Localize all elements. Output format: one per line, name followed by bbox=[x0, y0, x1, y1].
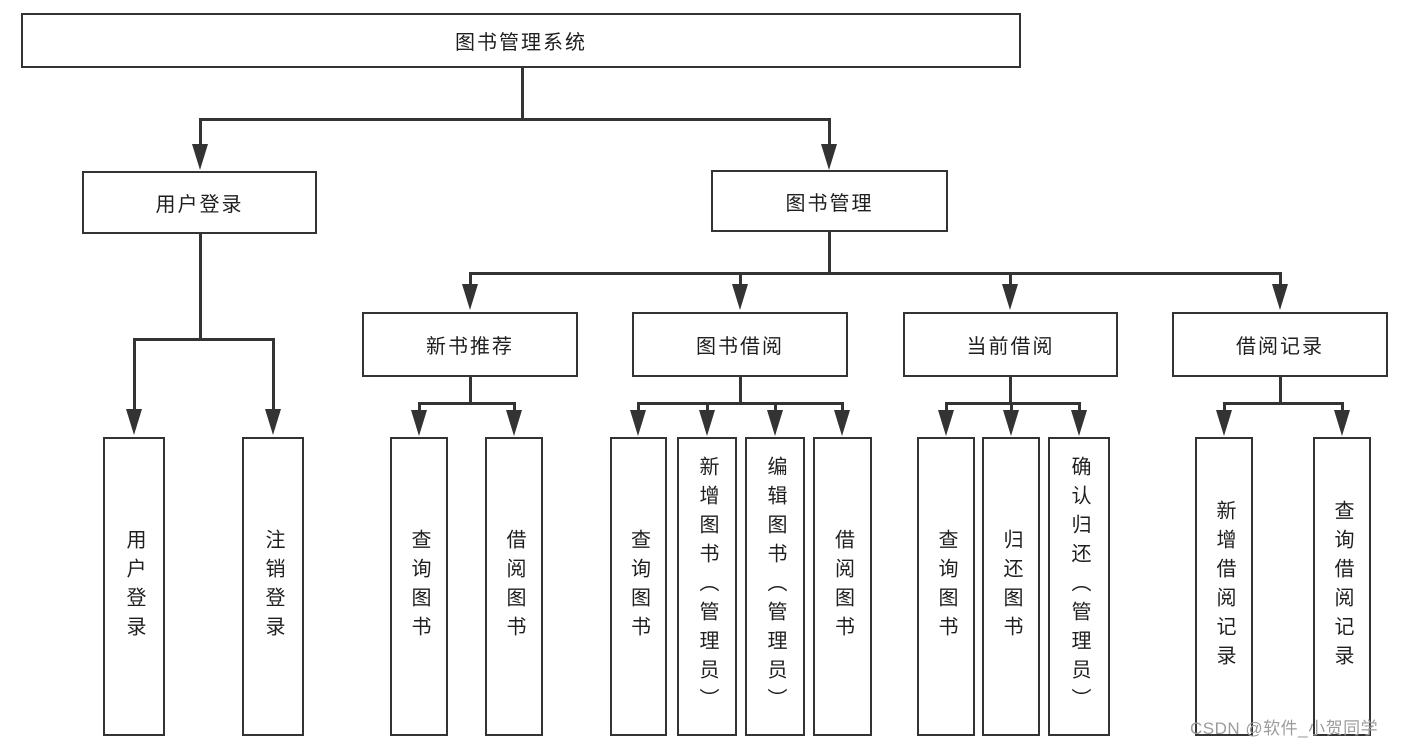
leaf-return-books: 归还图书 bbox=[982, 437, 1040, 736]
arrow-down-icon bbox=[732, 284, 748, 310]
leaf-add-book-admin-label: 新增图书（管理员） bbox=[696, 456, 718, 717]
arrow-down-icon bbox=[1272, 284, 1288, 310]
arrow-down-icon bbox=[1002, 284, 1018, 310]
connector-line bbox=[828, 232, 831, 274]
leaf-edit-book-admin: 编辑图书（管理员） bbox=[745, 437, 805, 736]
leaf-borrow-books-recommend: 借阅图书 bbox=[485, 437, 543, 736]
connector-line bbox=[1279, 377, 1282, 404]
node-user-login-label: 用户登录 bbox=[155, 194, 244, 216]
leaf-add-borrow-record: 新增借阅记录 bbox=[1195, 437, 1253, 736]
connector-line bbox=[469, 377, 472, 404]
leaf-query-borrow-record: 查询借阅记录 bbox=[1313, 437, 1371, 736]
connector-line bbox=[1078, 402, 1081, 414]
connector-line bbox=[1223, 402, 1226, 414]
leaf-return-books-label: 归还图书 bbox=[1000, 528, 1022, 645]
node-new-book-recommend: 新书推荐 bbox=[362, 312, 578, 377]
arrow-down-icon bbox=[834, 410, 850, 436]
connector-line bbox=[1010, 402, 1013, 414]
leaf-add-book-admin: 新增图书（管理员） bbox=[677, 437, 737, 736]
connector-line bbox=[774, 402, 777, 414]
connector-line bbox=[638, 402, 843, 405]
connector-line bbox=[945, 402, 1080, 405]
arrow-down-icon bbox=[1003, 410, 1019, 436]
node-current-borrowing: 当前借阅 bbox=[903, 312, 1118, 377]
node-borrowing-records-label: 借阅记录 bbox=[1236, 336, 1324, 358]
leaf-query-books-recommend-label: 查询图书 bbox=[408, 528, 430, 645]
node-book-management-label: 图书管理 bbox=[785, 192, 874, 215]
arrow-down-icon bbox=[630, 410, 646, 436]
node-user-login: 用户登录 bbox=[82, 171, 317, 234]
leaf-user-login: 用户登录 bbox=[103, 437, 165, 736]
arrow-down-icon bbox=[192, 144, 208, 170]
connector-line bbox=[841, 402, 844, 414]
connector-line bbox=[199, 118, 831, 121]
connector-line bbox=[706, 402, 709, 414]
connector-line bbox=[199, 118, 202, 146]
arrow-down-icon bbox=[938, 410, 954, 436]
connector-line bbox=[521, 68, 524, 120]
csdn-watermark: CSDN @软件_小贺同学 bbox=[1190, 719, 1379, 738]
arrow-down-icon bbox=[265, 409, 281, 435]
connector-line bbox=[1341, 402, 1344, 414]
leaf-query-books-borrowing-label: 查询图书 bbox=[627, 528, 650, 645]
connector-line bbox=[418, 402, 421, 414]
connector-line bbox=[739, 377, 742, 404]
node-current-borrowing-label: 当前借阅 bbox=[966, 336, 1055, 358]
node-book-management: 图书管理 bbox=[711, 170, 948, 232]
leaf-borrow-books-recommend-label: 借阅图书 bbox=[503, 528, 525, 645]
leaf-query-borrow-record-label: 查询借阅记录 bbox=[1331, 499, 1353, 674]
leaf-borrow-books-borrowing-label: 借阅图书 bbox=[831, 528, 854, 645]
leaf-query-books-borrowing: 查询图书 bbox=[610, 437, 667, 736]
connector-line bbox=[945, 402, 948, 414]
connector-line bbox=[469, 272, 1281, 275]
node-root: 图书管理系统 bbox=[21, 13, 1021, 68]
leaf-logout: 注销登录 bbox=[242, 437, 304, 736]
leaf-edit-book-admin-label: 编辑图书（管理员） bbox=[764, 456, 786, 717]
node-borrowing-records: 借阅记录 bbox=[1172, 312, 1388, 377]
connector-line bbox=[1223, 402, 1343, 405]
node-book-borrowing-label: 图书借阅 bbox=[696, 336, 784, 358]
node-new-book-recommend-label: 新书推荐 bbox=[426, 336, 514, 358]
node-root-label: 图书管理系统 bbox=[455, 32, 587, 54]
leaf-confirm-return-admin: 确认归还（管理员） bbox=[1048, 437, 1110, 736]
arrow-down-icon bbox=[126, 409, 142, 435]
connector-line bbox=[1009, 377, 1012, 404]
arrow-down-icon bbox=[821, 144, 837, 170]
arrow-down-icon bbox=[1071, 410, 1087, 436]
connector-line bbox=[133, 338, 274, 341]
connector-line bbox=[133, 338, 136, 412]
leaf-user-login-label: 用户登录 bbox=[123, 528, 145, 645]
connector-line bbox=[637, 402, 640, 414]
connector-line bbox=[272, 338, 275, 412]
leaf-add-borrow-record-label: 新增借阅记录 bbox=[1213, 499, 1235, 674]
connector-line bbox=[199, 234, 202, 340]
leaf-query-books-recommend: 查询图书 bbox=[390, 437, 448, 736]
connector-line bbox=[513, 402, 516, 414]
connector-line bbox=[1279, 272, 1282, 288]
leaf-query-books-current-label: 查询图书 bbox=[935, 528, 957, 645]
leaf-logout-label: 注销登录 bbox=[262, 528, 284, 645]
leaf-confirm-return-admin-label: 确认归还（管理员） bbox=[1068, 456, 1090, 717]
node-book-borrowing: 图书借阅 bbox=[632, 312, 848, 377]
arrow-down-icon bbox=[767, 410, 783, 436]
leaf-query-books-current: 查询图书 bbox=[917, 437, 975, 736]
connector-line bbox=[418, 402, 515, 405]
connector-line bbox=[1009, 272, 1012, 288]
leaf-borrow-books-borrowing: 借阅图书 bbox=[813, 437, 872, 736]
arrow-down-icon bbox=[1216, 410, 1232, 436]
arrow-down-icon bbox=[506, 410, 522, 436]
connector-line bbox=[469, 272, 472, 288]
arrow-down-icon bbox=[411, 410, 427, 436]
connector-line bbox=[739, 272, 742, 288]
connector-line bbox=[828, 118, 831, 146]
arrow-down-icon bbox=[462, 284, 478, 310]
arrow-down-icon bbox=[1334, 410, 1350, 436]
arrow-down-icon bbox=[699, 410, 715, 436]
